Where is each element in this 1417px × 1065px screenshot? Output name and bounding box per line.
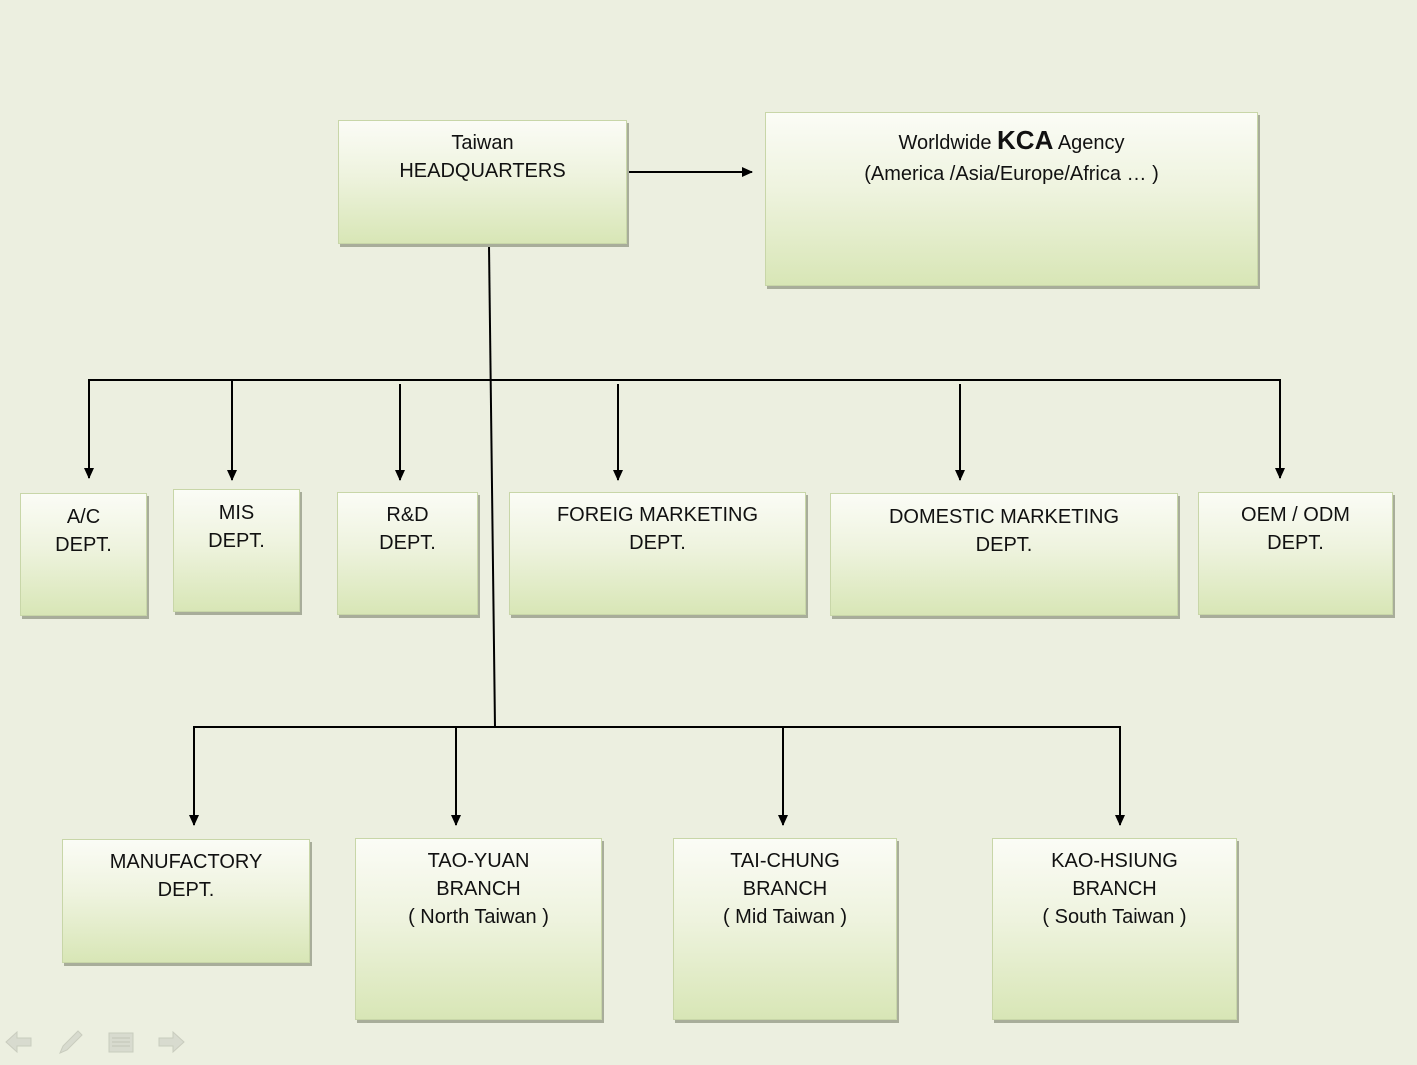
previous-arrow-icon[interactable] bbox=[4, 1028, 34, 1056]
taichung-line3: ( Mid Taiwan ) bbox=[722, 906, 848, 928]
taoyuan-line1: TAO-YUAN bbox=[427, 850, 530, 872]
dept-foreign-marketing-line2: DEPT. bbox=[629, 532, 686, 554]
dept-domestic-marketing-line2: DEPT. bbox=[975, 534, 1033, 556]
dept-rd-line2: DEPT. bbox=[379, 532, 436, 554]
dept-mis-line2: DEPT. bbox=[208, 530, 265, 552]
dept-ac-line2: DEPT. bbox=[55, 534, 112, 556]
agency-brand: KCA bbox=[997, 125, 1054, 155]
menu-icon[interactable] bbox=[106, 1028, 136, 1056]
manufactory-line2: DEPT. bbox=[157, 879, 215, 901]
pen-icon[interactable] bbox=[56, 1028, 86, 1056]
dept-foreign-marketing-line1: FOREIG MARKETING bbox=[556, 504, 759, 526]
kaohsiung-line3: ( South Taiwan ) bbox=[1042, 906, 1187, 928]
dept-foreign-marketing-box: FOREIG MARKETING DEPT. bbox=[509, 492, 806, 615]
dept-rd-line1: R&D bbox=[386, 504, 429, 526]
agency-title: Worldwide KCA Agency bbox=[766, 125, 1257, 159]
manufactory-dept-box: MANUFACTORY DEPT. bbox=[62, 839, 310, 963]
manufactory-line1: MANUFACTORY bbox=[109, 851, 263, 873]
kaohsiung-branch-box: KAO-HSIUNG BRANCH ( South Taiwan ) bbox=[992, 838, 1237, 1020]
dept-rd-box: R&D DEPT. bbox=[337, 492, 478, 615]
taoyuan-line2: BRANCH bbox=[436, 878, 521, 900]
taoyuan-line3: ( North Taiwan ) bbox=[408, 906, 549, 928]
agency-suffix: Agency bbox=[1053, 132, 1125, 154]
dept-ac-line1: A/C bbox=[66, 506, 101, 528]
taichung-line2: BRANCH bbox=[742, 878, 828, 900]
kaohsiung-line1: KAO-HSIUNG bbox=[1051, 850, 1178, 872]
agency-box: Worldwide KCA Agency (America /Asia/Euro… bbox=[765, 112, 1258, 286]
headquarters-line1: Taiwan bbox=[451, 132, 514, 154]
dept-domestic-marketing-box: DOMESTIC MARKETING DEPT. bbox=[830, 493, 1178, 616]
dept-mis-box: MIS DEPT. bbox=[173, 489, 300, 612]
dept-domestic-marketing-line1: DOMESTIC MARKETING bbox=[888, 506, 1119, 528]
taichung-branch-box: TAI-CHUNG BRANCH ( Mid Taiwan ) bbox=[673, 838, 897, 1020]
taichung-line1: TAI-CHUNG bbox=[730, 850, 840, 872]
agency-prefix: Worldwide bbox=[898, 132, 998, 154]
dept-mis-line1: MIS bbox=[218, 502, 255, 524]
headquarters-box: Taiwan HEADQUARTERS bbox=[338, 120, 627, 244]
dept-oem-odm-line1: OEM / ODM bbox=[1241, 504, 1350, 526]
dept-ac-box: A/C DEPT. bbox=[20, 493, 147, 616]
hq-trunk-line bbox=[488, 245, 496, 729]
agency-regions: (America /Asia/Europe/Africa … ) bbox=[864, 163, 1159, 185]
headquarters-line2: HEADQUARTERS bbox=[399, 160, 566, 182]
taoyuan-branch-box: TAO-YUAN BRANCH ( North Taiwan ) bbox=[355, 838, 602, 1020]
dept-oem-odm-line2: DEPT. bbox=[1267, 532, 1324, 554]
kaohsiung-line2: BRANCH bbox=[1072, 878, 1157, 900]
next-arrow-icon[interactable] bbox=[156, 1028, 186, 1056]
dept-oem-odm-box: OEM / ODM DEPT. bbox=[1198, 492, 1393, 615]
